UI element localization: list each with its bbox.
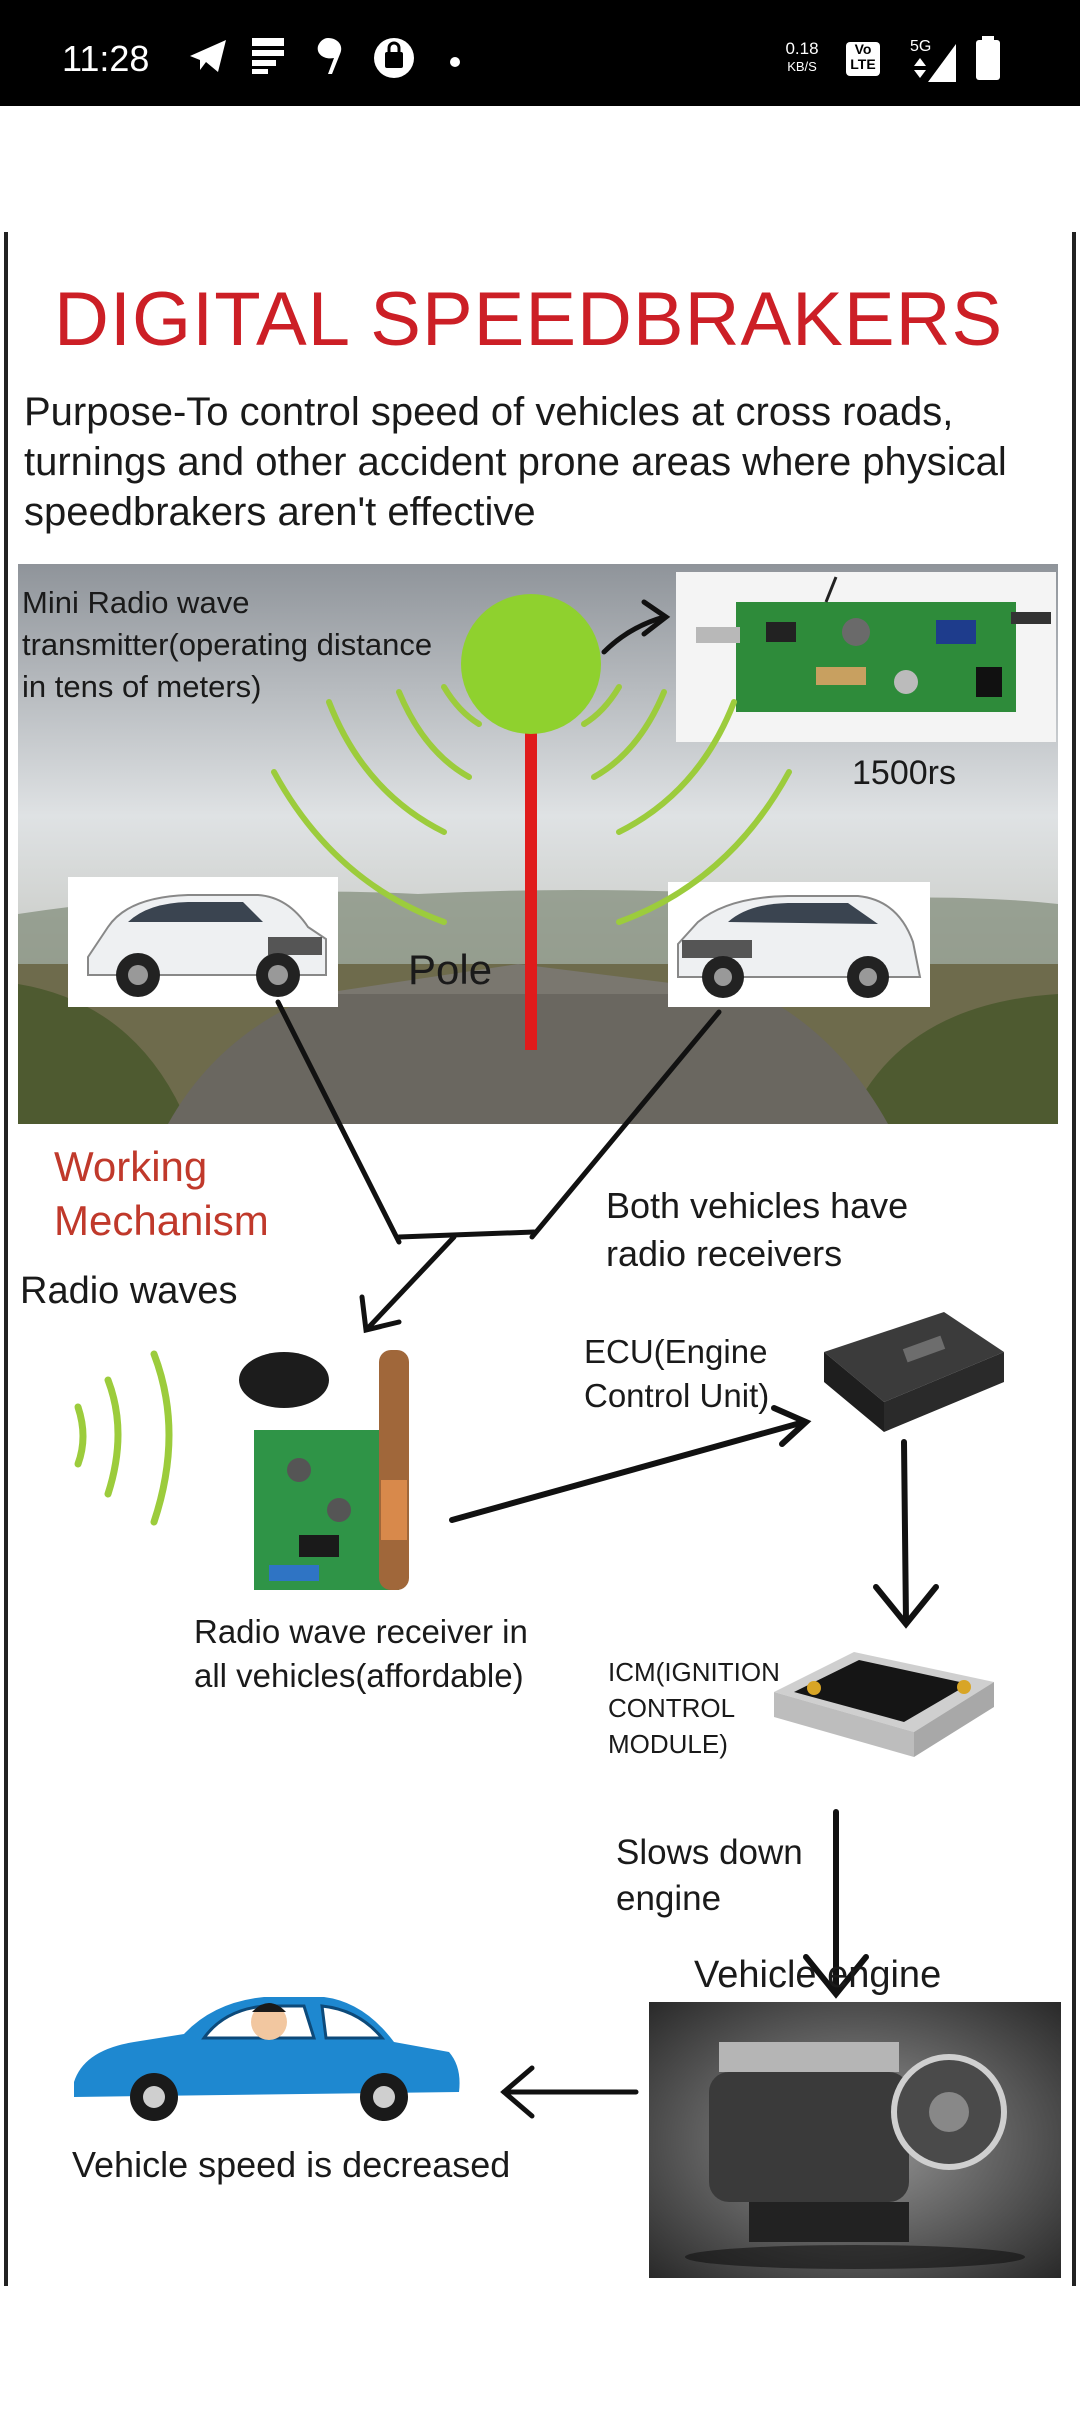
car-signal-lines	[275, 999, 722, 1334]
transmitter-board-image	[676, 572, 1056, 742]
arrow-receiver-to-ecu	[449, 1405, 812, 1523]
right-suv-image	[668, 882, 930, 1007]
status-bar: 11:28 0.18 KB/S Vo LTE 5G	[0, 0, 1080, 106]
ecu-image	[804, 1302, 1014, 1442]
working-mechanism-label: Working Mechanism	[54, 1143, 269, 1244]
network-type: 5G	[910, 38, 932, 55]
money-icon	[317, 38, 342, 74]
notes-icon	[252, 38, 284, 74]
arrow-ecu-to-icm	[873, 1439, 939, 1629]
vehicle-engine-label: Vehicle engine	[694, 1954, 942, 1996]
purpose-text: Purpose-To control speed of vehicles at …	[24, 390, 1007, 534]
price-label: 1500rs	[852, 754, 956, 792]
network-speed-value: 0.18	[785, 39, 819, 58]
left-suv-image	[68, 877, 338, 1007]
pole	[525, 732, 537, 1050]
transmitter-circle	[461, 594, 601, 734]
icm-label: ICM(IGNITION CONTROL MODULE)	[608, 1657, 780, 1759]
transmitter-label: Mini Radio wave transmitter(operating di…	[22, 585, 433, 704]
shopping-bag-icon	[374, 38, 414, 78]
volte-badge-bottom: LTE	[850, 56, 876, 72]
poster-border-left	[4, 232, 8, 2286]
poster-border-right	[1072, 232, 1076, 2286]
arrow-to-transmitter	[601, 599, 671, 655]
telegram-icon	[190, 40, 226, 72]
ecu-label: ECU(Engine Control Unit)	[584, 1333, 770, 1414]
network-speed-unit: KB/S	[787, 59, 817, 74]
volte-badge-top: Vo	[854, 41, 872, 57]
pole-label: Pole	[408, 946, 493, 993]
battery-icon	[976, 36, 1000, 80]
transmitter-waves	[271, 684, 792, 925]
both-vehicles-label: Both vehicles have radio receivers	[606, 1185, 909, 1274]
car-driver-image	[64, 1972, 469, 2132]
poster-title: DIGITAL SPEEDBRAKERS	[54, 277, 1004, 362]
slows-down-label: Slows down engine	[616, 1833, 803, 1918]
arrow-icm-to-engine	[803, 1809, 869, 1999]
diagram-overlay	[74, 594, 939, 2119]
receiver-board-image	[229, 1340, 439, 1605]
icm-image	[764, 1632, 1004, 1772]
status-time: 11:28	[62, 38, 150, 79]
radio-waves-label: Radio waves	[20, 1270, 238, 1312]
receiver-waves	[74, 1350, 173, 1526]
signal-icon	[914, 44, 956, 82]
speed-decreased-label: Vehicle speed is decreased	[72, 2144, 511, 2185]
poster: DIGITAL SPEEDBRAKERS Purpose-To control …	[4, 232, 1076, 2286]
dot-icon	[450, 57, 460, 67]
volte-badge: Vo LTE	[846, 42, 880, 76]
network-speed: 0.18 KB/S	[780, 40, 824, 76]
engine-image	[649, 2002, 1061, 2278]
receiver-label: Radio wave receiver in all vehicles(affo…	[194, 1613, 528, 1694]
arrow-engine-to-car	[500, 2065, 639, 2119]
